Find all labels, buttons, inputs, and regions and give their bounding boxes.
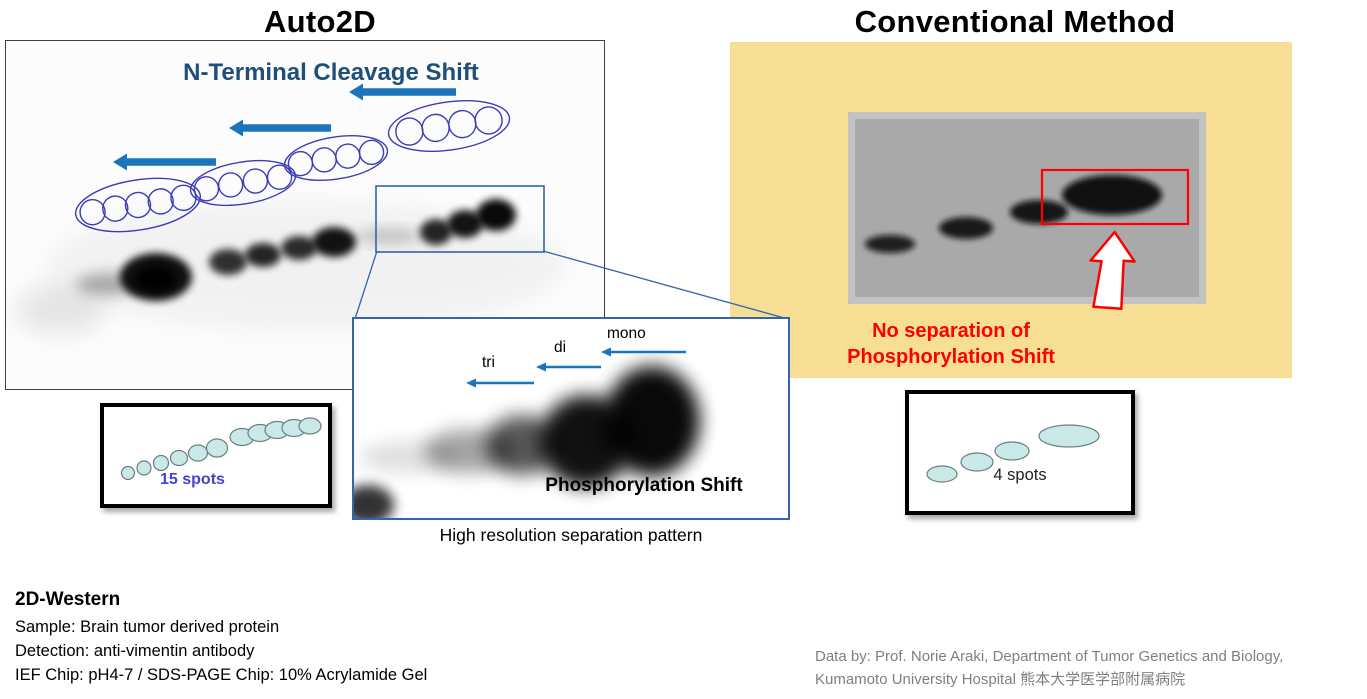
credit-line1: Data by: Prof. Norie Araki, Department o… [815,648,1284,665]
spots-4-graphic [926,424,1100,483]
experiment-details: 2D-Western Sample: Brain tumor derived p… [15,589,427,687]
phosphorylation-shift-caption: Phosphorylation Shift [545,475,743,496]
inset-spot-blobs [354,366,700,518]
di-label: di [554,339,567,356]
no-separation-warning: No separation of Phosphorylation Shift [786,318,1116,370]
conventional-method-title: Conventional Method [854,4,1176,39]
cleavage-shift-heading: N-Terminal Cleavage Shift [183,59,479,86]
gel-spot-blobs [16,199,566,334]
highlight-rect-red [1040,168,1190,226]
left-shift-arrow-icons [113,83,456,171]
zoom-source-rect [375,185,545,253]
spots-15-graphic [120,417,322,481]
spot-cluster-icon [189,159,297,207]
details-title: 2D-Western [15,589,121,610]
warning-line2: Phosphorylation Shift [847,346,1055,368]
mono-label: mono [607,325,646,342]
auto2d-panel: N-Terminal Cleavage Shift [5,40,605,390]
conventional-gel-graphic [848,112,1206,310]
conventional-panel: No separation of Phosphorylation Shift [730,42,1292,378]
warning-line1: No separation of [872,320,1030,342]
auto2d-gel-graphic [16,83,566,334]
spots-4-label: 4 spots [993,466,1047,484]
inset-gel-graphic [354,347,700,518]
spots-15-label: 15 spots [160,471,225,488]
gel-band-blobs [865,175,1162,253]
spot-cluster-icon [74,177,202,233]
spots-15-box: 15 spots [100,403,332,508]
credit-line2: Kumamoto University Hospital 熊本大学医学部附属病院 [815,671,1186,688]
spots-4-box: 4 spots [905,390,1135,515]
details-detection: Detection: anti-vimentin antibody [15,642,255,660]
spot-cluster-icon [387,100,511,152]
details-chip: IEF Chip: pH4-7 / SDS-PAGE Chip: 10% Acr… [15,666,428,684]
auto2d-title: Auto2D [263,4,376,39]
spot-cluster-icon [283,135,389,181]
up-arrow-icon [1089,230,1136,310]
high-resolution-caption: High resolution separation pattern [439,525,703,545]
zoom-inset-panel: mono di tri Phosphorylation Shift [352,317,790,520]
credit-text: Data by: Prof. Norie Araki, Department o… [815,645,1283,691]
tri-label: tri [482,354,495,371]
details-sample: Sample: Brain tumor derived protein [15,618,280,636]
phospho-shift-arrow-icons [466,347,686,388]
